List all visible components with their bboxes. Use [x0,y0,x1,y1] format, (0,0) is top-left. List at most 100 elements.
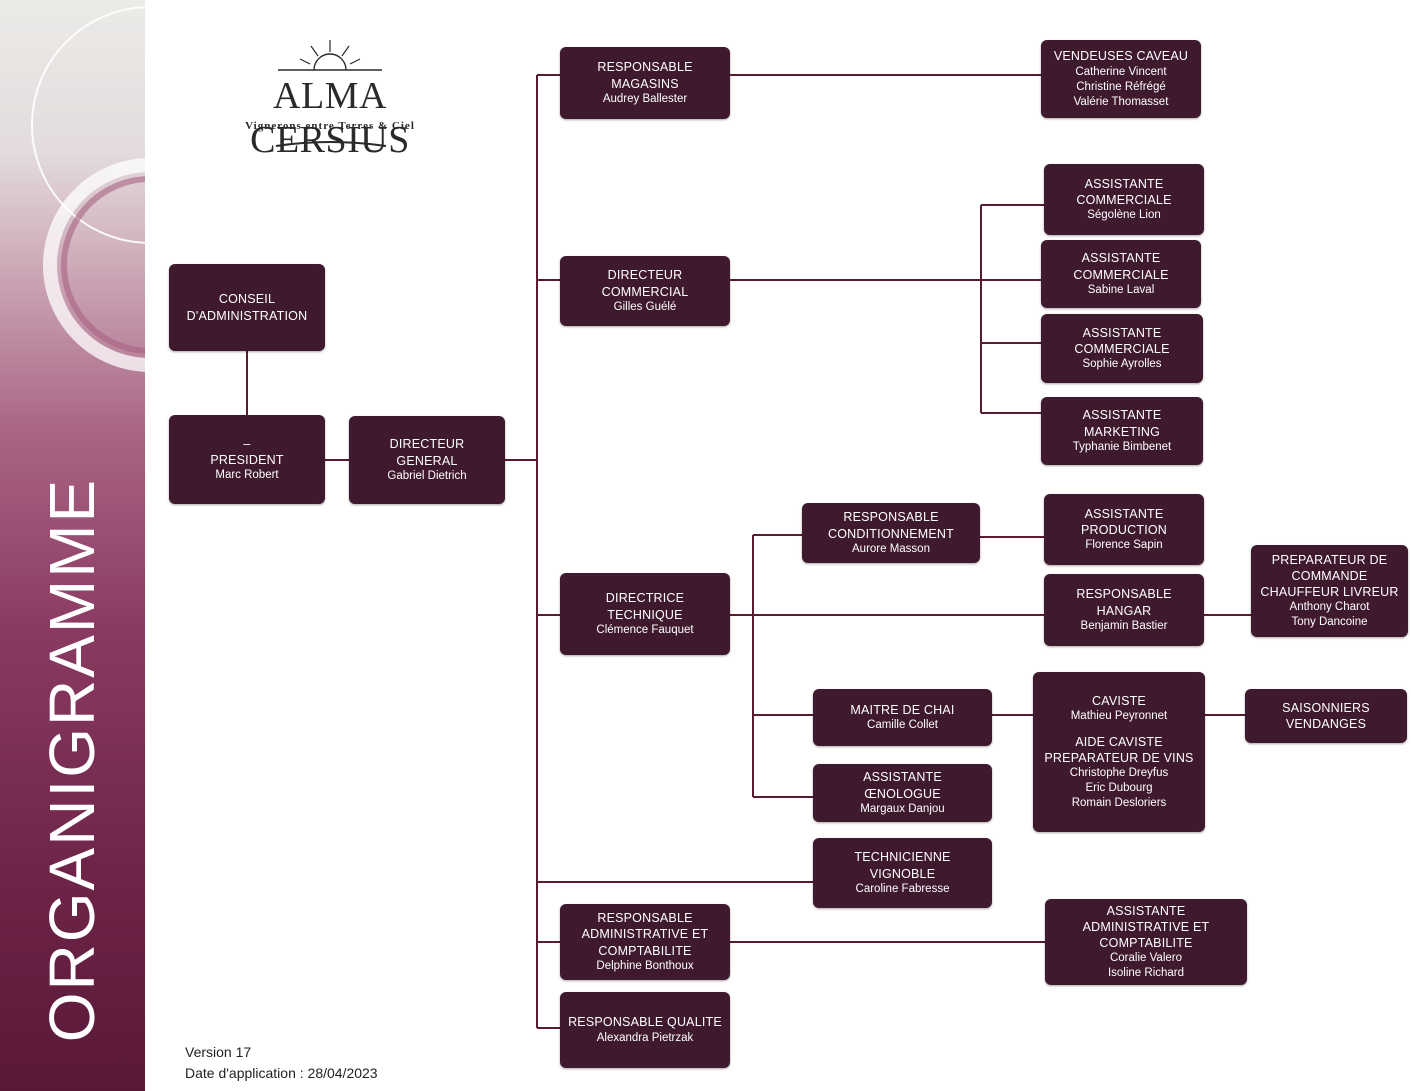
box-dir-technique: DIRECTRICE TECHNIQUE Clémence Fauquet [560,573,730,655]
box-title: PREPARATEUR DE [1271,552,1388,567]
logo-tagline: Vignerons entre Terres & Ciel [245,120,415,132]
box-name: Gabriel Dietrich [387,469,467,482]
box-title: MAGASINS [611,76,679,91]
box-title: GENERAL [396,453,458,468]
box-title: PRODUCTION [1080,523,1168,538]
box-name: Marc Robert [215,469,279,482]
box-name: Benjamin Bastier [1080,619,1168,632]
box-title: COMMANDE [1291,568,1368,583]
box-asst-commerciale-1: ASSISTANTE COMMERCIALE Ségolène Lion [1044,164,1204,235]
logo-name: ALMA CERSIUS [250,75,410,161]
box-name: Romain Desloriers [1071,797,1167,810]
box-preparateur: PREPARATEUR DE COMMANDE CHAUFFEUR LIVREU… [1251,545,1408,637]
box-title: CAVISTE [1092,693,1146,708]
box-dir-commercial: DIRECTEUR COMMERCIAL Gilles Guélé [560,256,730,326]
box-title: ŒNOLOGUE [864,786,941,801]
box-title: MARKETING [1083,424,1161,439]
box-title: AIDE CAVISTE [1075,734,1163,749]
box-resp-conditionnement: RESPONSABLE CONDITIONNEMENT Aurore Masso… [802,503,980,563]
box-caviste: CAVISTE Mathieu Peyronnet AIDE CAVISTE P… [1033,672,1205,832]
decorative-arcs [31,6,145,372]
box-name: Coralie Valero [1109,952,1182,965]
box-name: Sabine Laval [1087,283,1155,296]
box-title: RESPONSABLE [597,60,693,75]
box-name: Aurore Masson [852,542,930,555]
box-title: ASSISTANTE [1081,251,1161,266]
box-name: Eric Dubourg [1085,782,1153,795]
box-title: RESPONSABLE [843,510,939,525]
box-title: RESPONSABLE [597,911,693,926]
box-name: Sophie Ayrolles [1082,358,1162,371]
box-title: DIRECTRICE [605,591,685,606]
box-resp-hangar: RESPONSABLE HANGAR Benjamin Bastier [1044,574,1204,646]
box-title: TECHNIQUE [607,607,683,622]
box-asst-production: ASSISTANTE PRODUCTION Florence Sapin [1044,494,1204,565]
sidebar-banner: ORGANIGRAMME [0,0,145,1091]
box-resp-magasins: RESPONSABLE MAGASINS Audrey Ballester [560,47,730,119]
box-title: VENDEUSES CAVEAU [1053,49,1189,64]
box-title: VENDANGES [1285,717,1367,731]
box-title: COMMERCIAL [601,284,689,299]
box-conseil: CONSEIL D'ADMINISTRATION [169,264,325,351]
box-directeur-general: DIRECTEUR GENERAL Gabriel Dietrich [349,416,505,504]
box-title: HANGAR [1096,603,1152,618]
box-asst-commerciale-2: ASSISTANTE COMMERCIALE Sabine Laval [1041,240,1201,308]
box-title: – [243,436,251,451]
box-tech-vignoble: TECHNICIENNE VIGNOBLE Caroline Fabresse [813,838,992,908]
box-title: SAISONNIERS [1282,700,1370,715]
box-title: VIGNOBLE [869,866,936,881]
box-name: Christophe Dreyfus [1069,767,1169,780]
box-title: DIRECTEUR [389,437,465,452]
box-name: Isoline Richard [1107,967,1185,980]
box-title: ADMINISTRATIVE ET [1082,919,1210,934]
box-name: Typhanie Bimbenet [1072,440,1172,453]
box-title: D'ADMINISTRATION [186,308,308,323]
box-president: – PRESIDENT Marc Robert [169,415,325,504]
box-title: COMMERCIALE [1073,267,1169,282]
box-name: Mathieu Peyronnet [1070,710,1168,722]
box-saisonniers: SAISONNIERS VENDANGES [1245,689,1407,743]
box-title: MAITRE DE CHAI [850,702,955,717]
footer: Version 17 Date d'application : 28/04/20… [185,1042,378,1084]
box-name: Audrey Ballester [602,92,688,105]
box-name: Ségolène Lion [1087,209,1161,222]
box-title: ASSISTANTE [863,770,942,785]
box-name: Margaux Danjou [860,802,945,815]
box-title: PREPARATEUR DE VINS [1044,751,1194,766]
box-title: ASSISTANTE [1106,903,1186,918]
box-title: COMMERCIALE [1076,193,1172,208]
box-maitre-chai: MAITRE DE CHAI Camille Collet [813,689,992,746]
box-title: COMPTABILITE [1099,936,1193,951]
box-title: ASSISTANTE [1082,325,1162,340]
box-vendeuses-caveau: VENDEUSES CAVEAU Catherine Vincent Chris… [1041,40,1201,118]
box-name: Delphine Bonthoux [596,959,694,972]
box-asst-admin: ASSISTANTE ADMINISTRATIVE ET COMPTABILIT… [1045,899,1247,985]
box-resp-qualite: RESPONSABLE QUALITE Alexandra Pietrzak [560,992,730,1068]
box-title: ASSISTANTE [1082,408,1162,423]
box-title: ASSISTANTE [1084,176,1164,191]
box-name: Alexandra Pietrzak [596,1031,694,1044]
box-name: Christine Réfrégé [1076,80,1166,93]
box-title: TECHNICIENNE [854,850,951,865]
box-title: DIRECTEUR [607,268,683,283]
box-title: RESPONSABLE [1076,587,1172,602]
box-title: CONDITIONNEMENT [828,526,954,541]
box-title: COMPTABILITE [598,943,692,958]
box-name: Camille Collet [867,719,938,732]
box-title: ADMINISTRATIVE ET [581,927,709,942]
box-name: Clémence Fauquet [596,623,694,636]
box-name: Gilles Guélé [613,300,677,313]
sun-horizon-icon [275,40,387,147]
box-name: Valérie Thomasset [1073,95,1169,108]
box-resp-admin: RESPONSABLE ADMINISTRATIVE ET COMPTABILI… [560,904,730,980]
box-title: CHAUFFEUR LIVREUR [1260,585,1399,600]
box-asst-marketing: ASSISTANTE MARKETING Typhanie Bimbenet [1041,397,1203,465]
box-title: CONSEIL [218,292,276,307]
application-date: Date d'application : 28/04/2023 [185,1065,378,1081]
company-logo: ALMA CERSIUS Vignerons entre Terres & Ci… [190,22,470,161]
box-name: Florence Sapin [1085,539,1163,552]
box-name: Caroline Fabresse [855,882,950,895]
box-title: ASSISTANTE [1084,506,1164,521]
box-asst-commerciale-3: ASSISTANTE COMMERCIALE Sophie Ayrolles [1041,314,1203,383]
